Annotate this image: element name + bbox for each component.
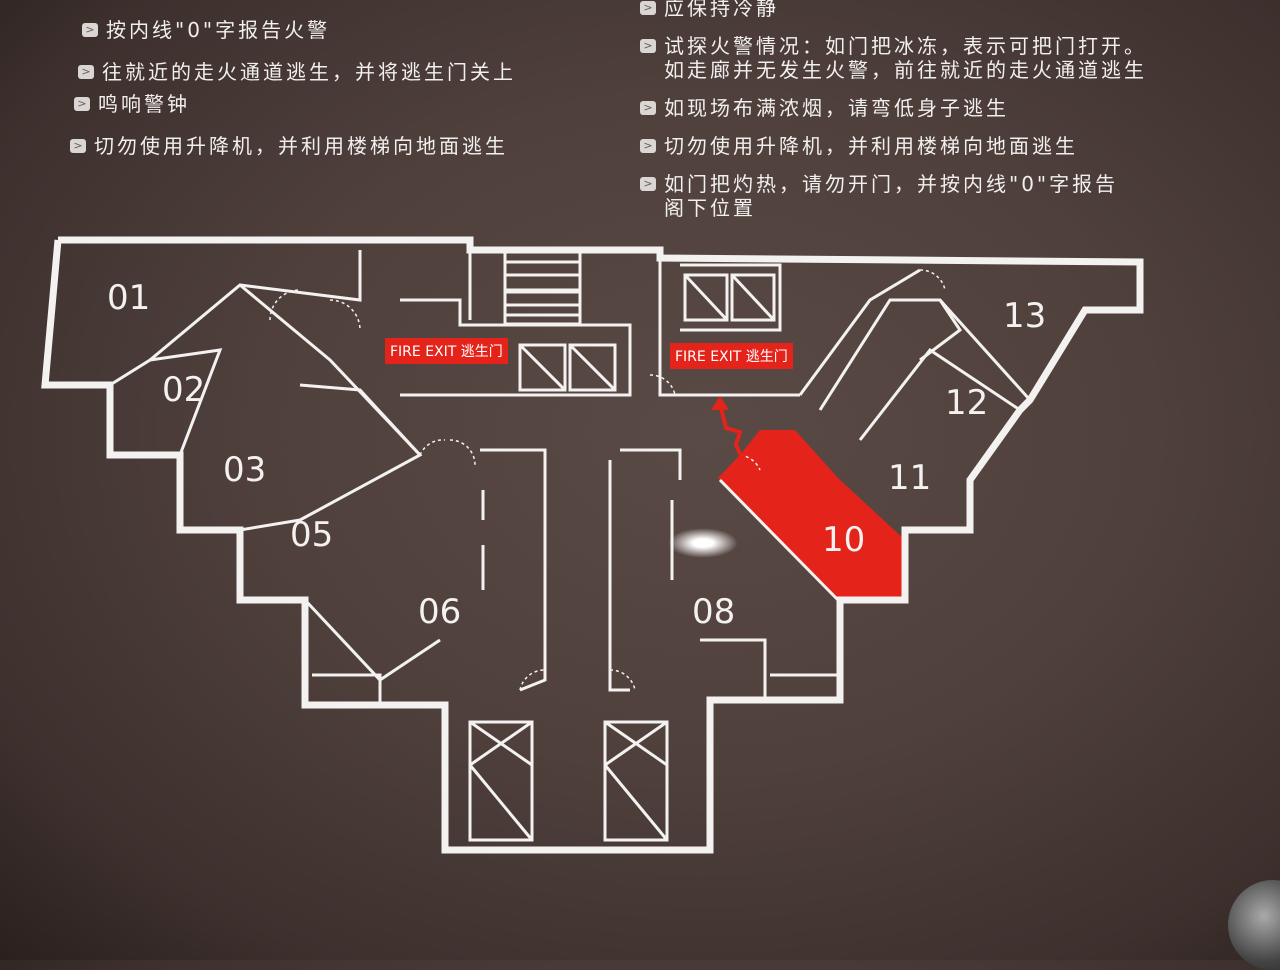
light-glare [668,528,738,558]
chevron-right-icon: > [74,97,90,111]
outer-wall [41,236,1144,854]
room-label: 03 [223,450,267,490]
instruction-item: >切勿使用升降机，并利用楼梯向地面逃生 [640,134,1078,158]
room-label-current: 10 [822,520,866,560]
room-10-highlight [718,430,905,600]
instruction-item: >按内线"0"字报告火警 [82,18,330,42]
interior-walls [109,250,1032,705]
doors [269,269,946,691]
chevron-right-icon: > [78,65,94,79]
room-label: 02 [162,370,206,410]
chevron-right-icon: > [640,1,656,15]
room-label: 11 [888,458,932,498]
room-label: 13 [1003,296,1047,336]
room-label: 08 [692,592,736,632]
chevron-right-icon: > [82,23,98,37]
room-label: 01 [107,278,151,318]
chevron-right-icon: > [70,139,86,153]
instruction-item: >试探火警情况：如门把冰冻，表示可把门打开。 如走廊并无发生火警，前往就近的走火… [640,34,1147,82]
instruction-item: >如现场布满浓烟，请弯低身子逃生 [640,96,1009,120]
fire-exit-label: FIRE EXIT 逃生门 [385,338,508,364]
instruction-item: >如门把灼热，请勿开门，并按内线"0"字报告 阁下位置 [640,172,1118,220]
chevron-right-icon: > [640,39,656,53]
room-label: 12 [945,383,989,423]
instruction-item: >往就近的走火通道逃生，并将逃生门关上 [78,60,516,84]
room-label: 06 [418,592,462,632]
arrow-head-icon [711,396,729,410]
elevator-icon [468,273,776,842]
chevron-right-icon: > [640,139,656,153]
fire-exit-label: FIRE EXIT 逃生门 [670,343,793,369]
escape-route-arrow-icon [718,403,744,459]
instruction-item: >鸣响警钟 [74,92,190,116]
chevron-right-icon: > [640,177,656,191]
chevron-right-icon: > [640,101,656,115]
instruction-item: >应保持冷静 [640,0,779,20]
instruction-item: >切勿使用升降机，并利用楼梯向地面逃生 [70,134,508,158]
staircase-icon [503,248,582,326]
room-label: 05 [290,515,334,555]
